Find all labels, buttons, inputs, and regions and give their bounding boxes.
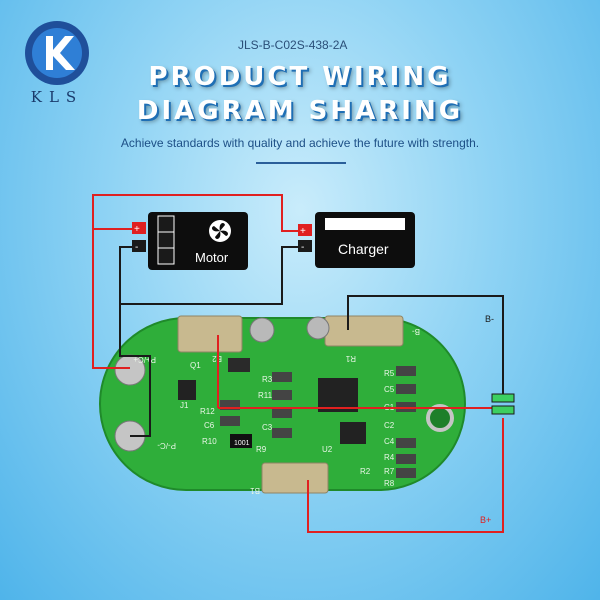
pcb-labels: P+/C+ P-/C- B2 B1 R1 B- Q1 J1 R3 R11 R12… (133, 327, 420, 495)
wire-red-p-plus (92, 229, 130, 369)
label-c3: C3 (262, 423, 273, 432)
resistor-marking: 1001 (234, 440, 250, 447)
label-r7: R7 (384, 467, 395, 476)
motor-minus: - (135, 242, 138, 253)
title-divider (256, 162, 346, 164)
label-r12: R12 (200, 407, 215, 416)
pcb-board (99, 315, 466, 494)
kls-logo (22, 18, 92, 113)
charger-module: + - Charger (298, 212, 415, 268)
fan-icon (209, 220, 231, 242)
pad-b2 (177, 315, 243, 353)
label-r8: R8 (384, 479, 395, 488)
label-c6: C6 (204, 421, 215, 430)
screw-2 (306, 316, 330, 340)
label-p-minus: P-/C- (157, 441, 176, 450)
label-r3: R3 (262, 375, 273, 384)
label-r1: R1 (345, 354, 356, 363)
motor-plus: + (134, 224, 140, 235)
wire-b-minus (347, 295, 504, 394)
charger-plus: + (300, 226, 306, 237)
label-c5: C5 (384, 385, 395, 394)
wire-red-top (92, 194, 300, 232)
charger-display (325, 218, 405, 230)
label-r5: R5 (384, 369, 395, 378)
chip-main (318, 378, 358, 412)
label-r4: R4 (384, 453, 395, 462)
label-b-minus: B- (485, 314, 494, 324)
resistor-1001 (230, 434, 252, 448)
title-line-2: DIAGRAM SHARING (136, 96, 464, 126)
charger-minus: - (301, 242, 304, 253)
screw-1 (249, 317, 275, 343)
label-q1: Q1 (190, 361, 201, 370)
chip-j1 (178, 380, 196, 400)
wire-black-top (119, 246, 300, 305)
wire-black-p-minus (119, 304, 151, 437)
label-r11: R11 (258, 391, 273, 400)
label-r10: R10 (202, 437, 217, 446)
charger-label: Charger (338, 241, 389, 257)
green-connector (491, 393, 515, 415)
title-line-1: PRODUCT WIRING (148, 62, 452, 92)
label-r9: R9 (256, 445, 267, 454)
chip-u2 (340, 422, 366, 444)
label-b2: B2 (212, 354, 222, 363)
label-b-minus-pcb: B- (412, 327, 420, 336)
label-b-plus: B+ (480, 515, 491, 525)
label-r2: R2 (360, 467, 371, 476)
label-u2: U2 (322, 445, 333, 454)
label-p-plus: P+/C+ (133, 355, 156, 364)
pad-b1 (261, 462, 329, 494)
brand-name: KLS (30, 88, 84, 106)
pad-b-minus (324, 315, 404, 347)
mount-hole (426, 404, 454, 432)
motor-label: Motor (195, 250, 229, 265)
label-c4: C4 (384, 437, 395, 446)
label-c2: C2 (384, 421, 395, 430)
motor-module: + - Motor (132, 212, 248, 270)
label-b1: B1 (250, 486, 260, 495)
label-j1: J1 (180, 401, 189, 410)
tagline: Achieve standards with quality and achie… (120, 136, 480, 150)
wires (92, 194, 504, 533)
model-code: JLS-B-C02S-438-2A (238, 38, 348, 52)
wire-b-plus (307, 418, 504, 533)
